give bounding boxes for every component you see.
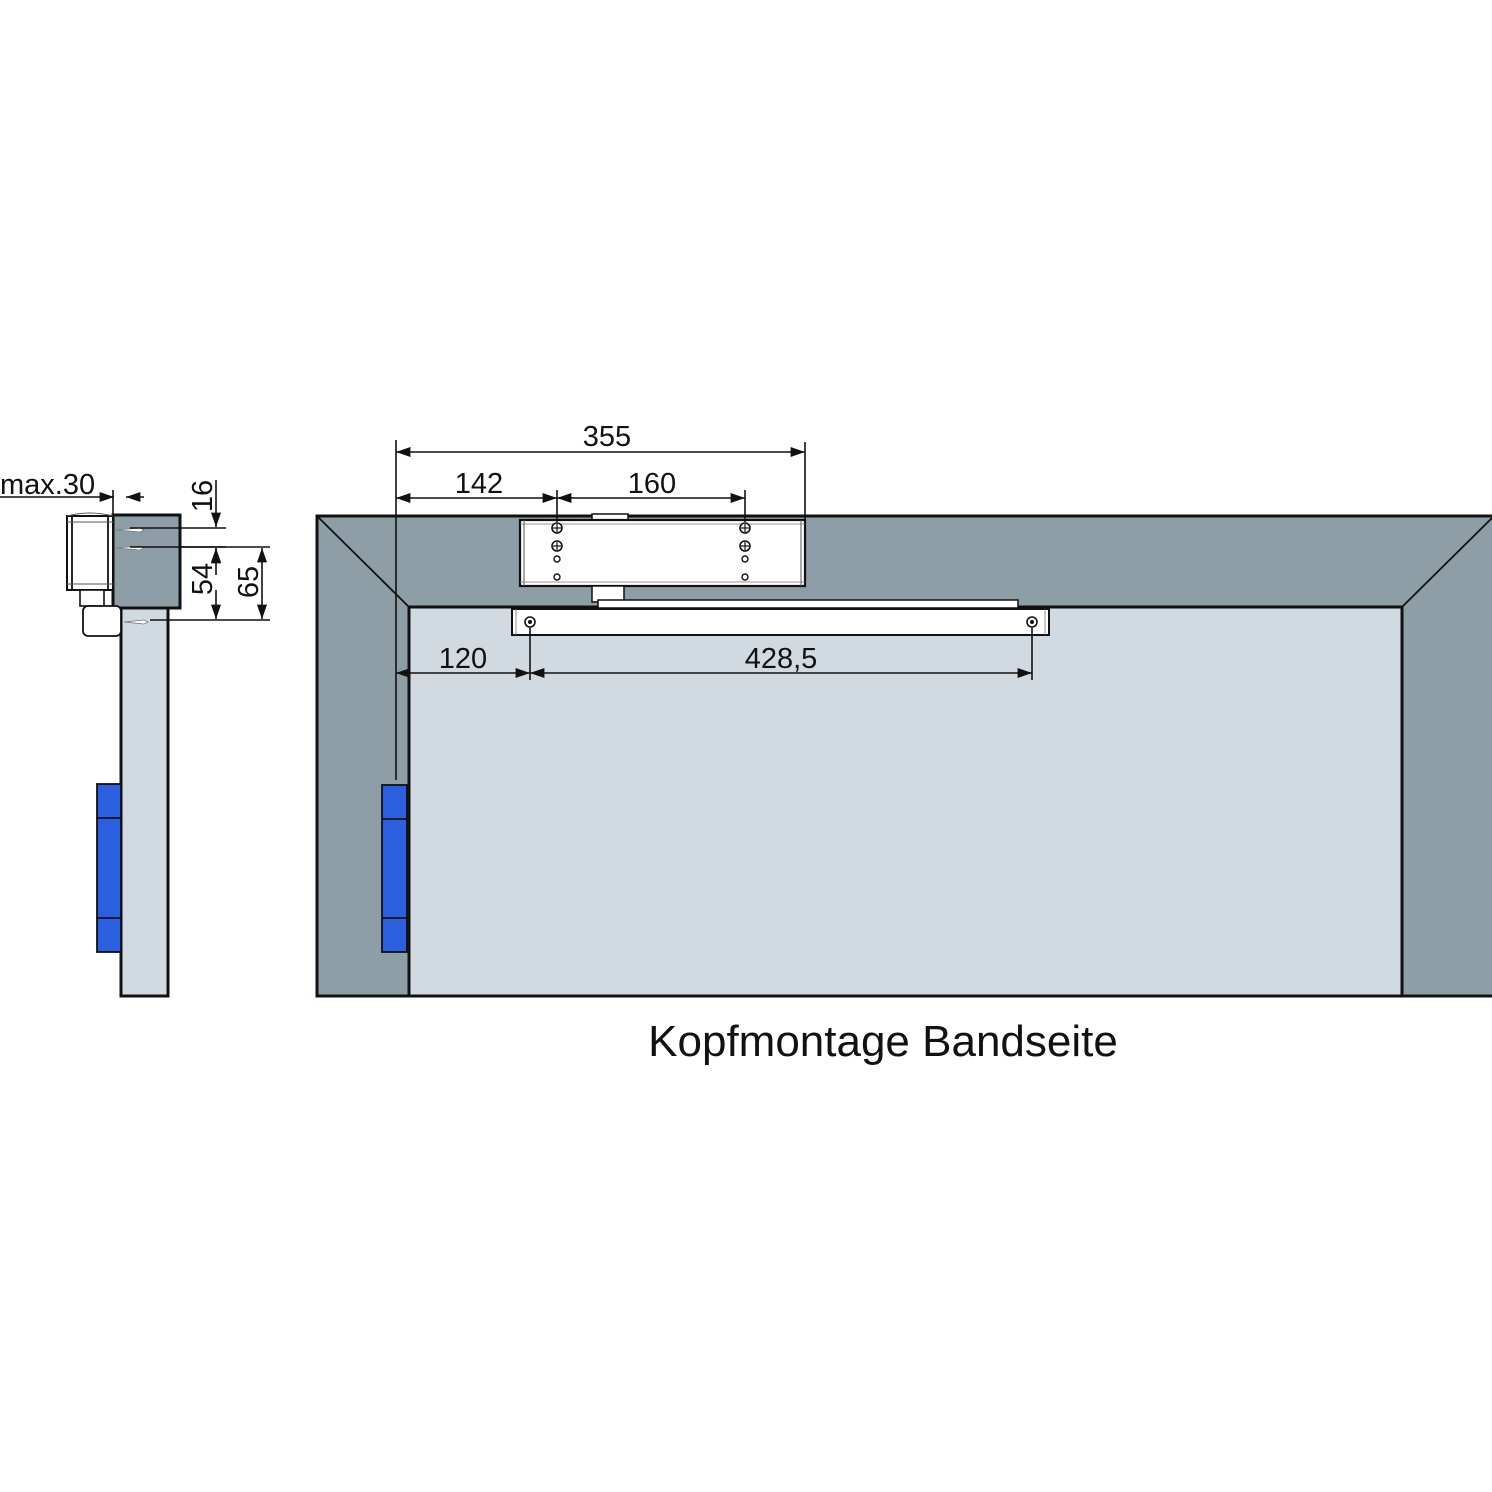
dim-54-label: 54 bbox=[187, 563, 219, 595]
dimension-max30: max.30 bbox=[0, 469, 144, 515]
dim-max30-label: max.30 bbox=[0, 469, 95, 501]
dim-160-label: 160 bbox=[628, 468, 676, 500]
dimension-54: 54 bbox=[150, 549, 270, 621]
front-view: 355 142 160 120 428,5 bbox=[315, 421, 1492, 998]
door-leaf bbox=[407, 605, 1404, 998]
drawing-caption: Kopfmontage Bandseite bbox=[648, 1017, 1118, 1066]
dimension-65: 65 bbox=[180, 546, 270, 619]
dimension-160: 160 bbox=[557, 468, 746, 522]
side-closer-body bbox=[66, 512, 122, 637]
side-view: max.30 16 54 65 bbox=[0, 469, 270, 998]
front-hinge bbox=[381, 784, 408, 953]
dimension-142: 142 bbox=[396, 468, 558, 522]
dimension-355: 355 bbox=[396, 421, 806, 520]
dim-16-label: 16 bbox=[187, 480, 219, 512]
dimension-428-5: 428,5 bbox=[530, 628, 1033, 680]
dim-428-5-label: 428,5 bbox=[745, 643, 818, 675]
closer-mount-holes bbox=[551, 522, 751, 581]
dimension-120: 120 bbox=[396, 628, 531, 680]
closer-body bbox=[518, 513, 807, 603]
dim-65-label: 65 bbox=[233, 566, 265, 598]
dim-142-label: 142 bbox=[455, 468, 503, 500]
dim-355-label: 355 bbox=[583, 421, 631, 453]
slide-rail bbox=[511, 608, 1050, 636]
side-door-leaf bbox=[119, 606, 170, 998]
side-hinge bbox=[96, 783, 122, 953]
side-frame-head bbox=[111, 513, 182, 610]
slide-arm bbox=[597, 599, 1019, 609]
dim-120-label: 120 bbox=[439, 643, 487, 675]
